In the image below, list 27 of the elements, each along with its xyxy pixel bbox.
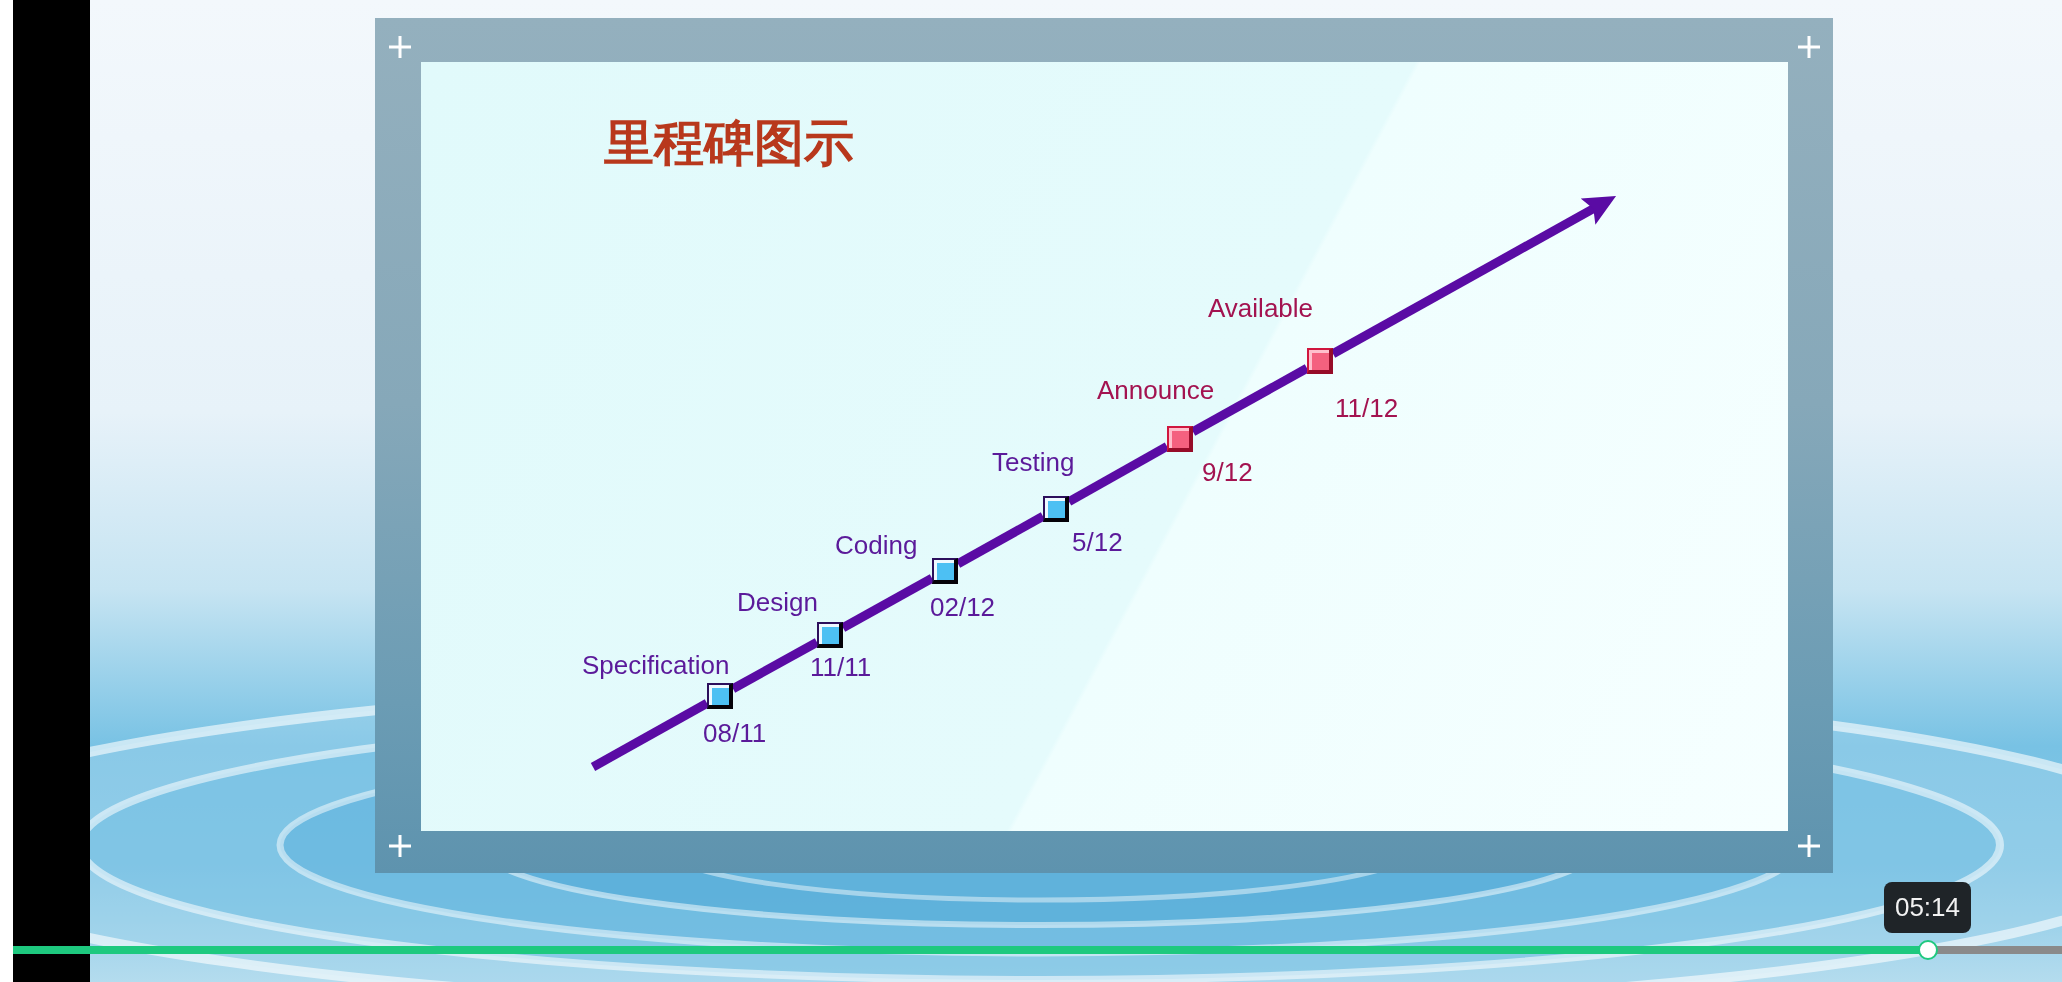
milestone-label: Design	[737, 588, 818, 618]
line-segment	[1066, 442, 1170, 506]
line-segment	[1190, 364, 1310, 436]
arrow	[1330, 196, 1617, 358]
milestone-label: Available	[1208, 294, 1314, 324]
line-segment	[840, 574, 935, 632]
milestone-date: 9/12	[1202, 458, 1253, 488]
milestone-marker	[1043, 496, 1069, 522]
milestone-label: Announce	[1097, 376, 1215, 406]
milestone-label: Testing	[992, 448, 1075, 478]
line-segment	[730, 638, 820, 693]
diagram-title: 里程碑图示	[604, 114, 854, 173]
milestone-marker	[932, 558, 958, 584]
milestone-date: 11/12	[1335, 394, 1399, 424]
milestone-label: Specification	[582, 651, 730, 681]
milestone-date: 08/11	[703, 719, 767, 749]
milestone-label: Coding	[835, 531, 918, 561]
milestone-date: 02/12	[930, 593, 996, 623]
milestone-marker	[1167, 426, 1193, 452]
milestone-marker	[817, 622, 843, 648]
milestone-date: 11/11	[810, 653, 872, 683]
line-segment	[590, 699, 710, 771]
milestone-marker	[707, 683, 733, 709]
milestone-marker	[1307, 348, 1333, 374]
line-segment	[955, 512, 1046, 568]
timestamp-tooltip: 05:14	[1884, 882, 1971, 933]
milestone-date: 5/12	[1072, 528, 1123, 558]
